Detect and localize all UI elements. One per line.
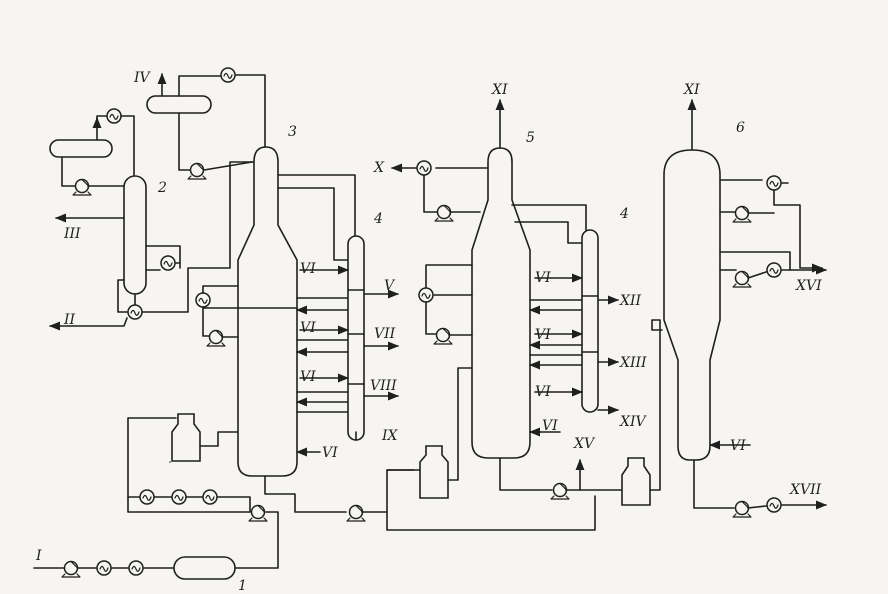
feed-heat-exchanger-1 [96,560,112,576]
feed-pump [61,560,81,578]
column-6-bottoms-exchanger [766,497,782,513]
middle-receiver [419,445,449,499]
tower-2-reboiler [160,255,176,271]
column-5-bottoms-pump [550,482,570,500]
unit-number-1: 1 [238,578,247,594]
stream-label-IX: IX [381,428,399,444]
stream-label-VI-7: VI [535,384,551,400]
column-3-condenser [220,67,236,83]
column-6-pumparound-pump-2 [732,270,752,288]
pump-under-column-3 [248,504,268,522]
column-3-bottoms-pump [346,504,366,522]
right-receiver [621,457,651,506]
stream-label-VI-8: VI [542,418,558,434]
column-6-pumparound-exchanger-2 [766,262,782,278]
stream-label-XI-1: XI [491,82,508,98]
column-5-pumparound-pump [433,327,453,345]
column-5-reflux-pump [434,204,454,222]
column-3-pumparound-exchanger [195,292,211,308]
stream-label-IV: IV [133,70,152,86]
stream-label-VI-2: VI [300,320,316,336]
stream-label-I: I [35,548,42,564]
side-stripper-4a [347,235,365,441]
feed-line [33,417,279,569]
bottom-heat-exchanger-2 [171,489,187,505]
side-stripper-4b [581,229,599,413]
column-3 [237,146,298,477]
stream-label-VI-1: VI [300,261,316,277]
stream-label-VII: VII [374,326,396,342]
unit-number-4a: 4 [373,211,383,227]
reflux-drum-2 [49,139,113,158]
stream-label-XIII: XIII [619,355,647,371]
tower-2-condenser [106,108,122,124]
column-3-reflux-pump [187,162,207,180]
stream-label-X: X [373,160,385,176]
stream-label-XV: XV [573,436,596,452]
stream-label-V: V [384,278,396,294]
bottom-heat-exchanger-3 [202,489,218,505]
column-6-pumparound-pump-1 [732,205,752,223]
stream-label-III: III [63,226,81,242]
reflux-drum-3 [146,95,212,114]
stream-label-VI-9: VI [730,438,746,454]
column-6-bottoms-pump [732,500,752,518]
unit-number-6: 6 [736,120,745,136]
stream-label-XVII: XVII [789,482,822,498]
column-2 [123,175,147,295]
stream-label-XIV: XIV [619,414,647,430]
bottom-heat-exchanger-1 [139,489,155,505]
unit-number-5: 5 [526,130,535,146]
tower-2-reflux-pump [72,178,92,196]
left-receiver [171,413,201,462]
furnace-1 [173,556,236,580]
tower-2-bottom-exchanger [127,304,143,320]
feed-heat-exchanger-2 [128,560,144,576]
stream-label-VI-3: VI [300,369,316,385]
unit-number-2: 2 [157,180,167,196]
column-6-pumparound-exchanger-1 [766,175,782,191]
column-5-condenser [416,160,432,176]
stream-label-VIII: VIII [370,378,397,394]
unit-number-3: 3 [288,124,297,140]
stream-label-VI-6: VI [535,327,551,343]
unit-number-4b: 4 [619,206,629,222]
stream-label-VI-5: VI [535,270,551,286]
column-5 [471,147,531,459]
stream-label-XI-2: XI [683,82,700,98]
column-6 [663,149,721,461]
stream-label-VI-4: VI [322,445,338,461]
stream-label-II: II [63,312,76,328]
column-3-pumparound-pump [206,329,226,347]
stream-label-XVI: XVI [795,278,822,294]
stream-label-XII: XII [619,293,641,309]
column-5-pumparound-exchanger [418,287,434,303]
